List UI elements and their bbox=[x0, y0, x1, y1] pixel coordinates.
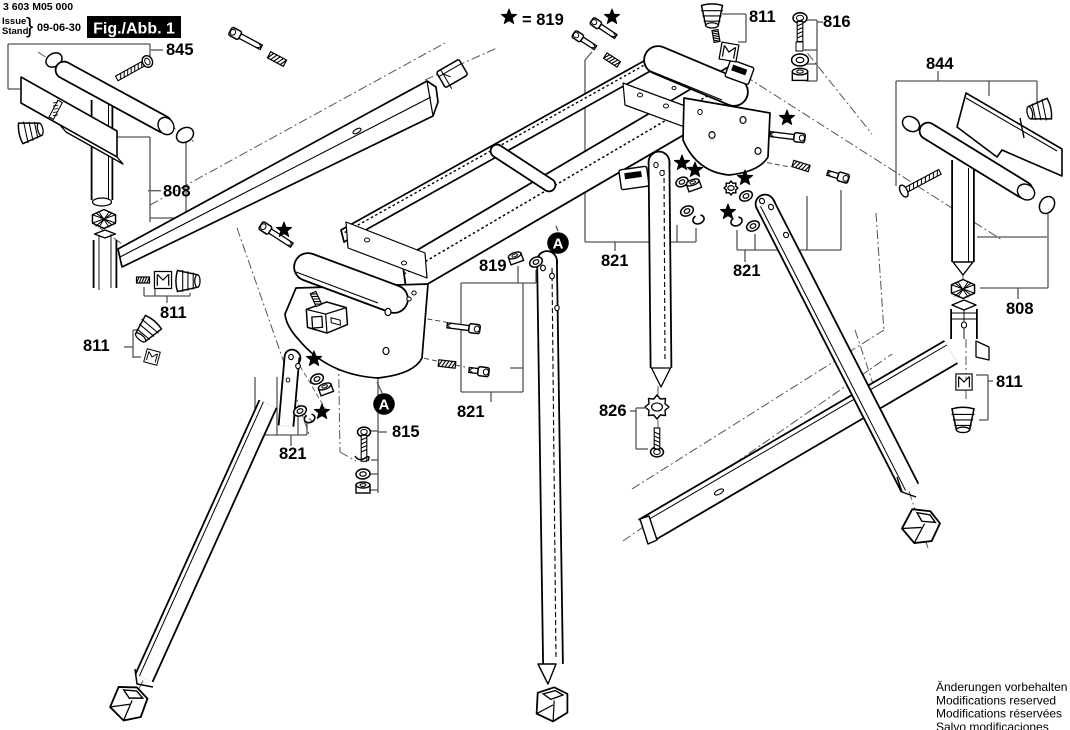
svg-text:Salvo modificaciones: Salvo modificaciones bbox=[936, 720, 1049, 730]
svg-text:808: 808 bbox=[163, 183, 191, 201]
svg-text:09-06-30: 09-06-30 bbox=[37, 22, 81, 34]
svg-text:816: 816 bbox=[823, 13, 851, 31]
svg-text:3 603 M05 000: 3 603 M05 000 bbox=[3, 1, 73, 13]
svg-text:A: A bbox=[553, 236, 564, 253]
svg-text:845: 845 bbox=[166, 41, 194, 59]
svg-text:811: 811 bbox=[996, 373, 1023, 391]
svg-text:Fig./Abb. 1: Fig./Abb. 1 bbox=[93, 21, 175, 38]
svg-text:}: } bbox=[26, 13, 33, 38]
svg-text:844: 844 bbox=[926, 55, 954, 73]
svg-text:821: 821 bbox=[457, 403, 485, 421]
svg-text:819: 819 bbox=[479, 257, 507, 275]
svg-text:826: 826 bbox=[599, 402, 627, 420]
svg-text:821: 821 bbox=[601, 252, 629, 270]
svg-text:Issue: Issue bbox=[2, 16, 26, 27]
svg-text:811: 811 bbox=[749, 8, 776, 26]
svg-text:A: A bbox=[379, 397, 390, 414]
svg-text:811: 811 bbox=[83, 337, 110, 355]
svg-text:Modifications réservées: Modifications réservées bbox=[936, 707, 1062, 721]
svg-text:Änderungen vorbehalten: Änderungen vorbehalten bbox=[936, 680, 1067, 694]
svg-text:Stand: Stand bbox=[2, 26, 29, 37]
svg-text:821: 821 bbox=[733, 262, 761, 280]
svg-text:811: 811 bbox=[160, 304, 187, 322]
svg-text:808: 808 bbox=[1006, 300, 1034, 318]
svg-text:Modifications reserved: Modifications reserved bbox=[936, 693, 1056, 707]
svg-text:815: 815 bbox=[392, 423, 420, 441]
svg-text:821: 821 bbox=[279, 445, 307, 463]
svg-text:= 819: = 819 bbox=[522, 11, 564, 29]
